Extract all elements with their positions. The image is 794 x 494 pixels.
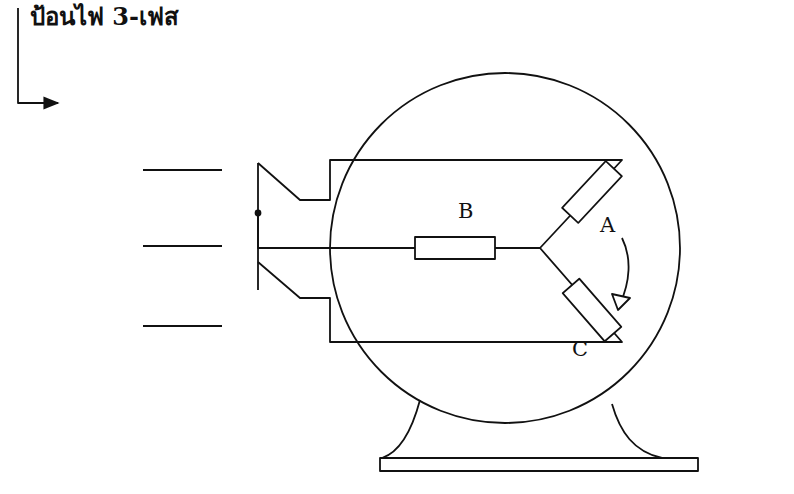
winding-label: A [600, 214, 615, 237]
motor-base [380, 458, 698, 471]
supply-label: ป้อนไฟ 3-เฟส [30, 4, 179, 30]
winding-label: C [572, 338, 588, 361]
winding-symbol [563, 279, 622, 342]
motor-foot [612, 404, 662, 458]
supply-line [143, 325, 222, 327]
rotation-arrow [620, 238, 629, 304]
wire [258, 213, 415, 248]
wire [258, 160, 622, 248]
winding-symbol [415, 237, 495, 259]
wire [258, 248, 622, 342]
supply-line [143, 245, 222, 247]
wire [495, 247, 540, 249]
motor-foot [382, 400, 420, 458]
supply-line [143, 169, 222, 171]
winding-label: B [458, 200, 473, 223]
junction-dot [256, 211, 261, 216]
rotation-arrowhead [612, 294, 630, 310]
